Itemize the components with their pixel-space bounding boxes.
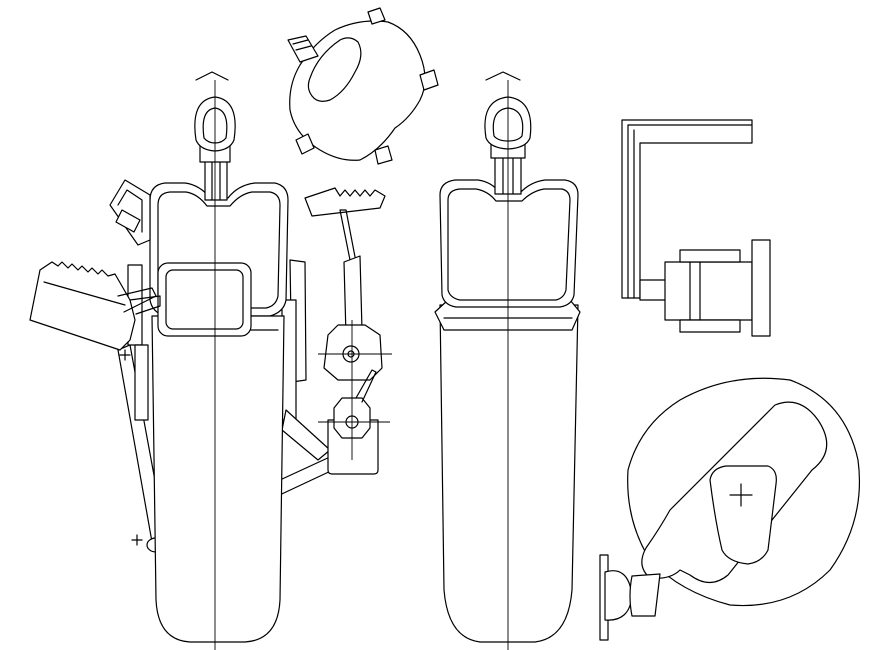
chair-body-side <box>149 182 289 643</box>
side-elevation-view <box>29 71 354 650</box>
headrest-top-view <box>287 7 439 165</box>
monitor-bracket <box>109 179 151 246</box>
front-elevation-view <box>434 71 581 650</box>
bracket-elevation-view <box>621 119 771 337</box>
delivery-unit-view <box>304 187 392 475</box>
instrument-tray <box>29 261 161 351</box>
plan-view <box>599 377 861 641</box>
chair-side-details <box>127 259 331 461</box>
